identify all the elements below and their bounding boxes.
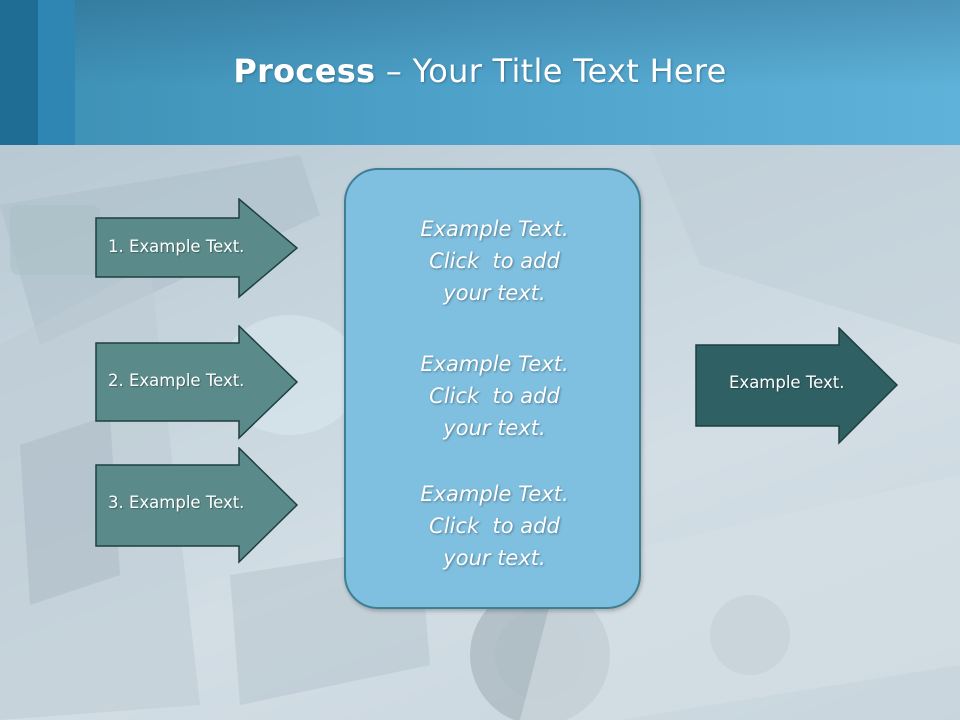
title-bold: Process xyxy=(233,52,376,90)
center-line: Example Text. xyxy=(420,217,569,241)
left-arrow-label: 1. Example Text. xyxy=(108,237,245,256)
header-accent-block-light xyxy=(38,0,75,145)
header-accent-block xyxy=(0,0,38,145)
center-line: Example Text. xyxy=(420,482,569,506)
center-line: your text. xyxy=(443,546,546,570)
center-text-block-2: Example Text. Click to add your text. xyxy=(346,348,643,444)
center-text-box[interactable]: Example Text. Click to add your text. Ex… xyxy=(344,168,641,609)
title-rest: – Your Title Text Here xyxy=(375,52,727,90)
center-line: your text. xyxy=(443,281,546,305)
header-shade xyxy=(0,0,960,145)
arrow-shape xyxy=(95,325,299,440)
left-arrow-label: 3. Example Text. xyxy=(108,493,245,512)
left-arrow-label: 2. Example Text. xyxy=(108,371,245,390)
left-arrow-3[interactable]: 3. Example Text. xyxy=(95,447,299,564)
slide-title[interactable]: Process – Your Title Text Here xyxy=(0,52,960,90)
center-line: Click to add xyxy=(429,514,560,538)
arrow-shape xyxy=(95,198,299,299)
center-text-block-1: Example Text. Click to add your text. xyxy=(346,213,643,309)
header-band xyxy=(0,0,960,145)
left-arrow-2[interactable]: 2. Example Text. xyxy=(95,325,299,440)
center-line: Click to add xyxy=(429,384,560,408)
arrow-shape xyxy=(95,447,299,564)
left-arrow-1[interactable]: 1. Example Text. xyxy=(95,198,299,299)
center-line: Example Text. xyxy=(420,352,569,376)
center-line: your text. xyxy=(443,416,546,440)
right-arrow[interactable]: Example Text. xyxy=(695,327,899,445)
right-arrow-label: Example Text. xyxy=(729,373,845,392)
arrow-shape xyxy=(695,327,899,445)
center-text-block-3: Example Text. Click to add your text. xyxy=(346,478,643,574)
center-line: Click to add xyxy=(429,249,560,273)
